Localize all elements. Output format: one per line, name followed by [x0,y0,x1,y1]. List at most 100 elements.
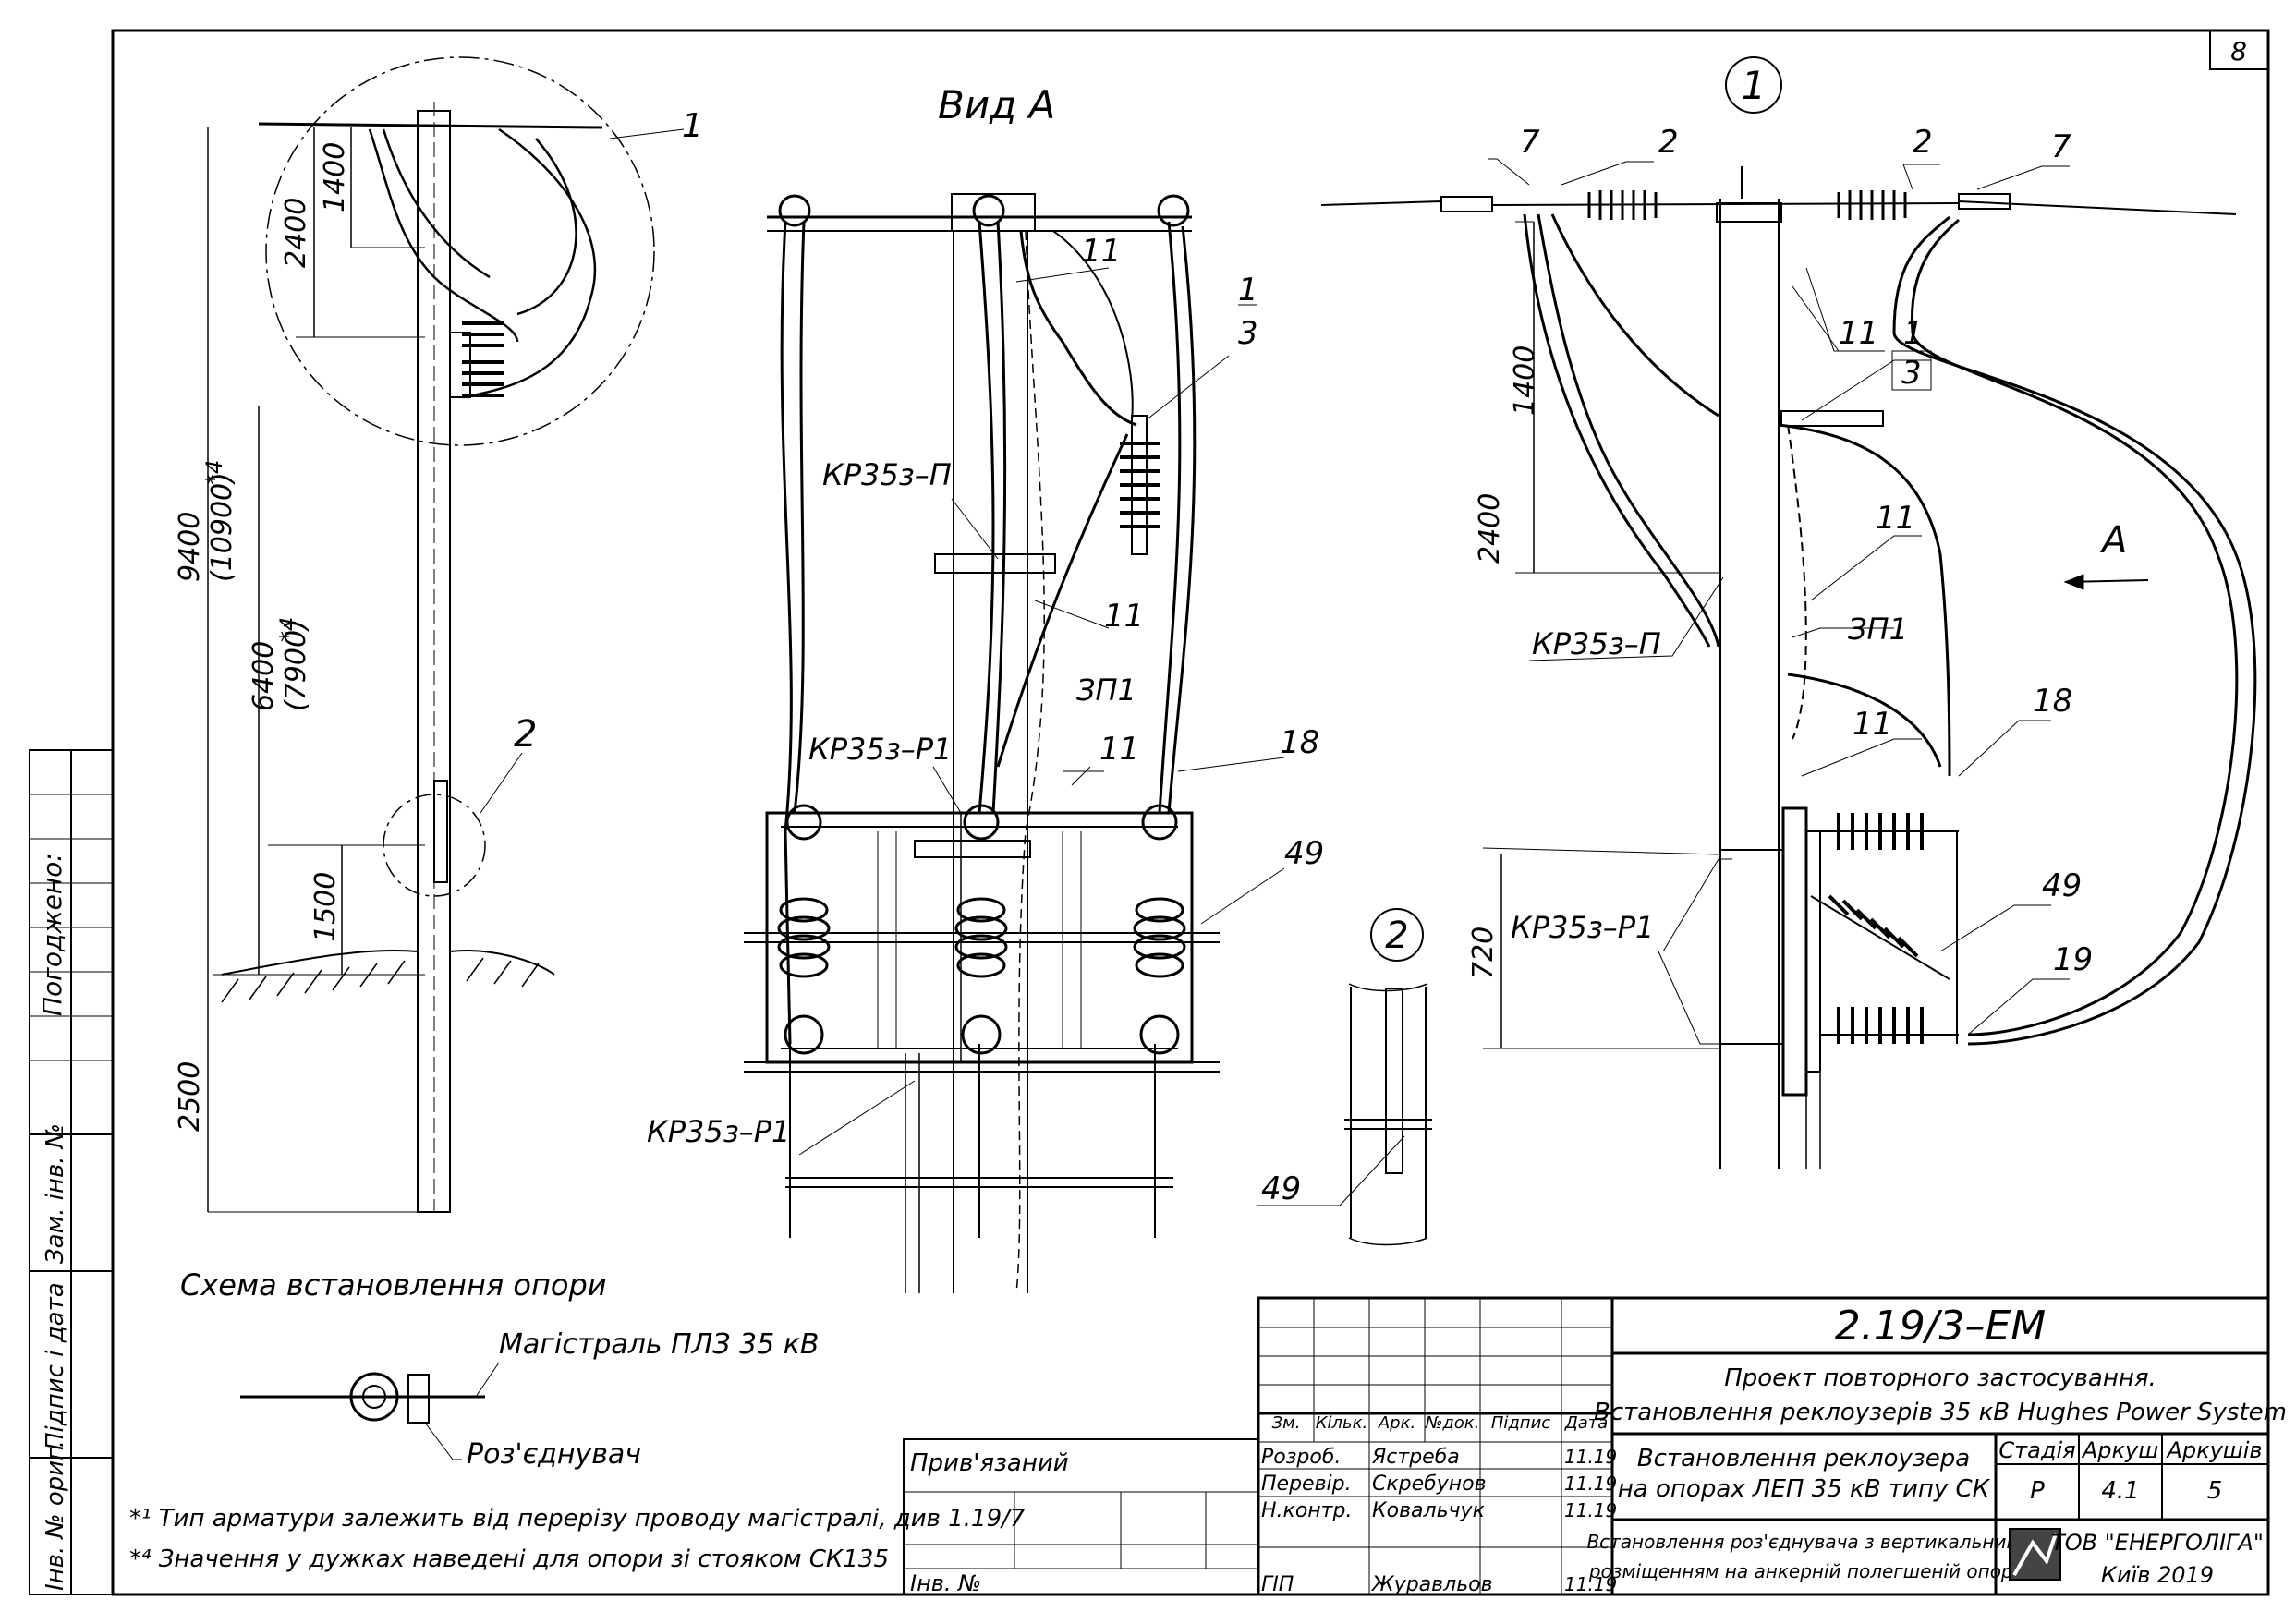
col-header-zm: Зм. [1272,1413,1301,1433]
callout-18-r: 18 [2033,683,2072,720]
col-header-sheet: Арк. [1378,1413,1415,1433]
callout-zp1-a: ЗП1 [1076,673,1136,708]
callout-7-right: 7 [2051,128,2071,165]
callout-18-a: 18 [1280,724,1319,761]
dim-1400-left: 1400 [319,142,351,212]
inv-no-label: Інв. № [910,1570,981,1596]
callout-krp-r: КР35з–П [1532,626,1661,661]
sheet-value: 4.1 [2101,1477,2139,1505]
company-logo [2009,1528,2061,1581]
callout-1-r: 1 [1903,315,1924,352]
row-role: Розроб. [1261,1446,1341,1469]
callout-3-a: 3 [1238,315,1258,352]
col-header-doc: №док. [1425,1413,1480,1433]
dim-2400-left: 2400 [280,198,312,268]
project-line1: Проект повторного застосування. [1724,1364,2156,1392]
stage-header: Стадія [1998,1437,2075,1463]
side-stamp: Погоджено: Зам. інв. № Підпис і дата Інв… [29,749,114,1595]
drawing-title-line2: розміщенням на анкерній полегшеній опорі [1588,1560,2019,1582]
col-header-qty: Кільк. [1316,1413,1368,1433]
callout-49-a: 49 [1284,835,1324,872]
sheet-number-box [2209,30,2269,70]
sheet-title-line1: Встановлення реклоузера [1637,1445,1970,1473]
title-block: 2.19/3–ЕМ Проект повторного застосування… [903,1296,2287,1596]
company-city: Київ 2019 [2101,1562,2214,1588]
callout-11-r-a: 11 [1839,315,1878,352]
col-header-date: Дата [1564,1413,1609,1433]
callout-49-r: 49 [2042,867,2082,904]
dim-9400: 9400 [174,512,206,582]
dim-720: 720 [1467,927,1500,979]
row-name: Ковальчук [1372,1499,1486,1522]
installation-scheme: Схема встановлення опори Магістраль ПЛЗ … [129,1267,1026,1573]
scheme-disconnector-label: Роз'єднувач [467,1438,641,1471]
callout-zp1-r: ЗП1 [1848,612,1908,647]
company-name: ТОВ "ЕНЕРГОЛІГА" [2051,1530,2264,1556]
dim-2400-right: 2400 [1474,493,1506,564]
row-name: Ястреба [1371,1446,1460,1469]
row-date: 11.19 [1564,1573,1617,1595]
callout-2-left: 2 [514,713,537,756]
callout-11-r-b: 11 [1876,500,1915,537]
row-role: ГІП [1261,1573,1294,1596]
view-a-title: Вид А [938,82,1055,127]
callout-2-r-left: 2 [1658,124,1679,161]
doc-code: 2.19/3–ЕМ [1835,1303,2047,1350]
row-date: 11.19 [1564,1499,1617,1521]
callout-kr1-r: КР35з–Р1 [1511,910,1654,945]
callout-1-a: 1 [1238,272,1258,309]
callout-11-b: 11 [1104,598,1144,635]
detail-1: 1 [1320,56,2257,1169]
callout-2-r-right: 2 [1913,124,1933,161]
sheet-number: 8 [2230,36,2247,67]
pole-elevation: 2400 1400 9400 (10900) *4 6400 (7900) *4… [174,56,703,1213]
stage-value: Р [2030,1477,2045,1505]
attached-label: Прив'язаний [910,1449,1069,1477]
view-a: Вид А [647,82,1324,1294]
callout-11-a: 11 [1081,233,1121,270]
scheme-line-label: Магістраль ПЛЗ 35 кВ [499,1328,819,1361]
callout-7-left: 7 [1520,124,1540,161]
dim-star-a: *4 [201,460,227,485]
dim-2500: 2500 [174,1061,206,1132]
callout-3-r: 3 [1901,355,1922,392]
dim-star-b: *4 [275,617,301,642]
note-1: *¹ Тип арматури залежить від перерізу пр… [129,1505,1026,1533]
dim-1400-right: 1400 [1509,345,1541,416]
callout-1-left: 1 [682,107,703,145]
col-header-sign: Підпис [1491,1413,1550,1433]
sheets-header: Аркушів [2165,1437,2262,1463]
dim-1500: 1500 [310,872,342,942]
inv-orig-label: Інв. № ориг. [42,1440,69,1591]
dim-7900: (7900) [280,619,312,711]
callout-kr1-a: КР35з–Р1 [808,732,952,767]
row-name: Скребунов [1372,1473,1487,1496]
drawing-title-line1: Встановлення роз'єднувача з вертикальним [1586,1531,2020,1553]
sheet-header: Аркуш [2081,1437,2158,1463]
callout-kr1-b: КР35з–Р1 [647,1114,790,1149]
callout-11-r-c: 11 [1853,706,1892,743]
callout-19-r: 19 [2053,941,2093,978]
sheets-value: 5 [2207,1477,2223,1505]
detail-2: 2 49 [1257,908,1432,1246]
row-date: 11.19 [1564,1473,1617,1495]
detail1-mark: 1 [1742,63,1767,108]
callout-11-c: 11 [1099,731,1139,768]
project-line2: Встановлення реклоузерів 35 кВ Hughes Po… [1594,1399,2287,1426]
dim-10900: (10900) [206,472,238,582]
note-2: *⁴ Значення у дужках наведені для опори … [129,1545,889,1573]
detail2-mark: 2 [1385,915,1408,957]
row-role: Перевір. [1261,1473,1352,1496]
scheme-title: Схема встановлення опори [180,1267,607,1303]
arrow-a-label: А [2099,519,2127,562]
row-role: Н.контр. [1261,1499,1352,1522]
sheet-title-line2: на опорах ЛЕП 35 кВ типу СК [1618,1475,1991,1503]
row-name: Журавльов [1370,1573,1493,1596]
row-date: 11.19 [1564,1446,1617,1468]
callout-49-d2: 49 [1261,1170,1301,1207]
repl-inv-label: Зам. інв. № [42,1123,69,1264]
agreed-label: Погоджено: [37,853,67,1016]
sign-date-label: Підпис і дата [42,1282,69,1450]
dim-6400: 6400 [248,641,280,711]
